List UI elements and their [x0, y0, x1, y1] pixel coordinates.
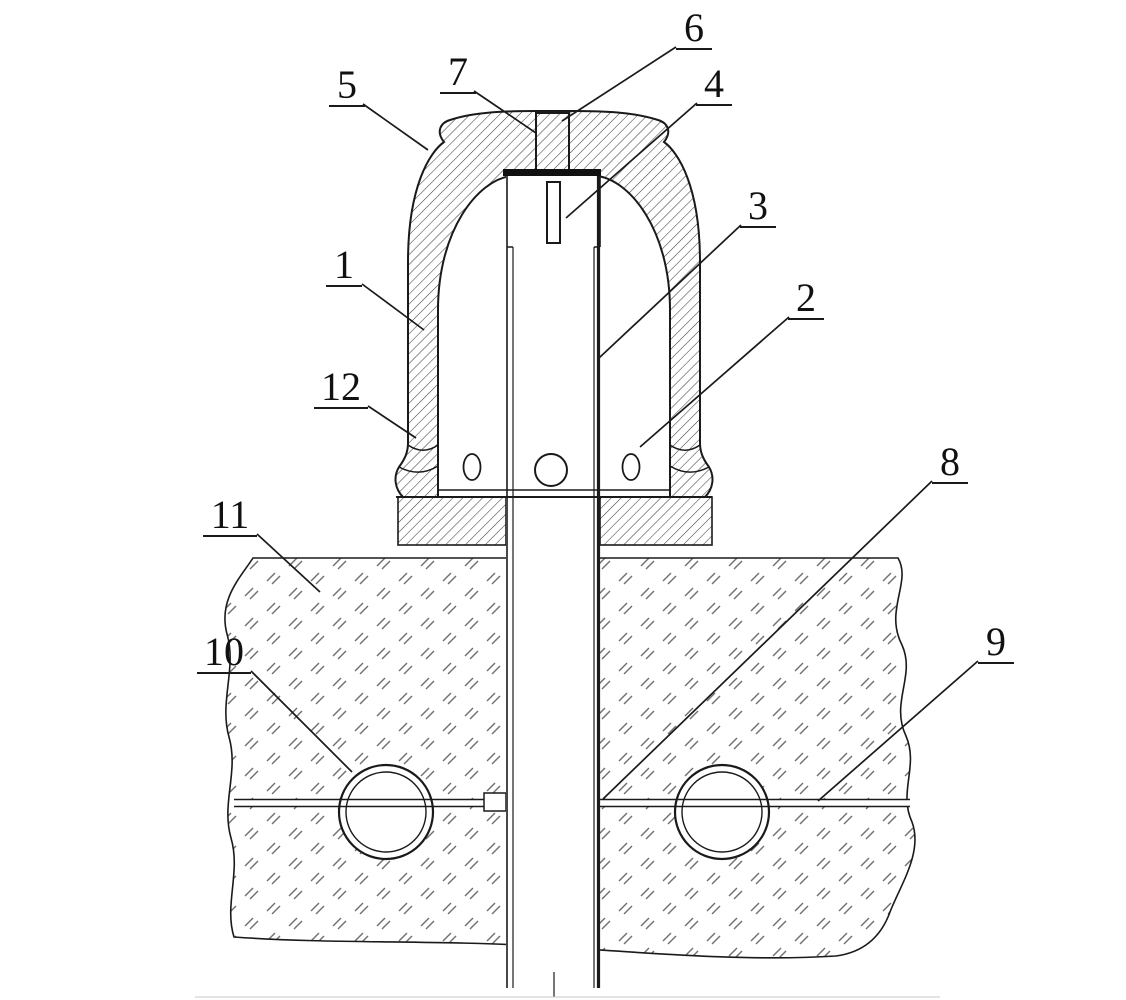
tube-top-bar: [503, 169, 601, 176]
label-leader-2: [639, 316, 790, 448]
tube-interior: [506, 176, 600, 988]
label-text-12: 12: [321, 364, 361, 409]
grout-hole-left-fill: [339, 765, 433, 859]
label-text-8: 8: [940, 439, 960, 484]
label-leader-1: [361, 283, 425, 331]
grout-hole-right-inner-ring: [681, 771, 763, 853]
inner-slot: [546, 181, 561, 244]
foot-flange-curve-right-upper: [669, 444, 701, 451]
label-leader-9: [817, 660, 979, 802]
grout-hole-left-outer-ring: [337, 763, 435, 861]
grout-hole-right-fill: [675, 765, 769, 859]
label-text-6: 6: [684, 5, 704, 50]
grout-hole-left-inner-ring: [345, 771, 427, 853]
diagram-labels: 6 7 4 5 3 2 1 12 11 8 10 9: [197, 5, 1014, 802]
label-text-7: 7: [448, 49, 468, 94]
label-text-2: 2: [796, 275, 816, 320]
dome-wall-cross-section: [394, 110, 714, 498]
label-leader-8: [602, 480, 933, 800]
label-leader-4: [565, 102, 698, 219]
base-block-right: [599, 496, 713, 546]
label-text-11: 11: [211, 492, 250, 537]
label-leader-10: [250, 670, 353, 773]
label-leader-3: [598, 224, 742, 359]
label-leader-12: [367, 405, 417, 439]
anchor-dome: [394, 110, 714, 546]
label-leader-5: [362, 103, 429, 151]
center-tube: [195, 169, 940, 998]
label-text-1: 1: [334, 242, 354, 287]
side-bolt-hole-right: [621, 453, 641, 481]
foot-flange-curve-left-upper: [407, 444, 439, 451]
label-text-10: 10: [204, 629, 244, 674]
label-text-9: 9: [986, 619, 1006, 664]
label-leader-11: [256, 533, 321, 593]
label-text-5: 5: [337, 62, 357, 107]
side-bolt-hole-left: [462, 453, 482, 481]
foot-flange-curve-right-lower: [669, 465, 710, 473]
apex-plug: [535, 112, 570, 173]
channel-connector-block: [483, 792, 507, 812]
label-leader-7: [473, 90, 537, 134]
label-leader-6: [561, 46, 677, 122]
label-text-4: 4: [704, 61, 724, 106]
foot-flange-curve-left-lower: [398, 465, 439, 473]
center-bolt-hole: [534, 453, 568, 487]
base-block-left: [397, 496, 507, 546]
label-text-3: 3: [748, 183, 768, 228]
grout-hole-right-outer-ring: [673, 763, 771, 861]
